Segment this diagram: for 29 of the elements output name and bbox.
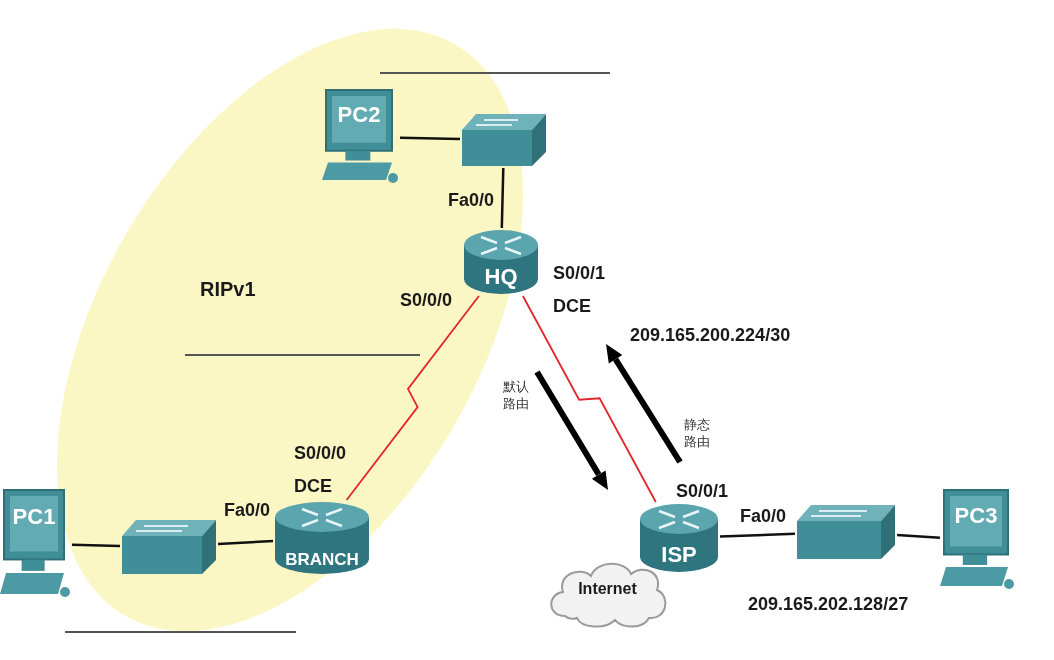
route-label: 默认路由 bbox=[503, 378, 530, 412]
interface-label: DCE bbox=[294, 476, 332, 497]
serial-link bbox=[345, 295, 480, 501]
route-label: 静态路由 bbox=[684, 416, 711, 450]
interface-label: Fa0/0 bbox=[448, 190, 495, 211]
device-label: BRANCH bbox=[284, 550, 360, 570]
interface-label: S0/0/1 bbox=[676, 481, 729, 502]
interface-label: S0/0/0 bbox=[400, 290, 453, 311]
network-label: 209.165.202.128/27 bbox=[748, 594, 909, 615]
interface-label: S0/0/1 bbox=[553, 263, 606, 284]
device-label: PC2 bbox=[336, 101, 382, 128]
cable bbox=[500, 167, 505, 229]
area-label: RIPv1 bbox=[200, 278, 256, 301]
interface-label: DCE bbox=[553, 296, 591, 317]
interface-label: Fa0/0 bbox=[224, 500, 271, 521]
device-label: PC3 bbox=[953, 502, 999, 529]
cable bbox=[71, 543, 121, 548]
cloud-label: Internet bbox=[577, 580, 638, 598]
interface-label: S0/0/0 bbox=[294, 443, 347, 464]
cable bbox=[896, 533, 941, 539]
network-label: 209.165.200.224/30 bbox=[630, 325, 791, 346]
interface-label: Fa0/0 bbox=[740, 506, 787, 527]
serial-link bbox=[522, 295, 657, 503]
device-label: PC1 bbox=[11, 503, 57, 530]
device-label: HQ bbox=[483, 264, 519, 290]
cable bbox=[719, 532, 796, 538]
cable bbox=[399, 136, 461, 141]
cable bbox=[217, 539, 274, 546]
device-label: ISP bbox=[660, 542, 698, 568]
